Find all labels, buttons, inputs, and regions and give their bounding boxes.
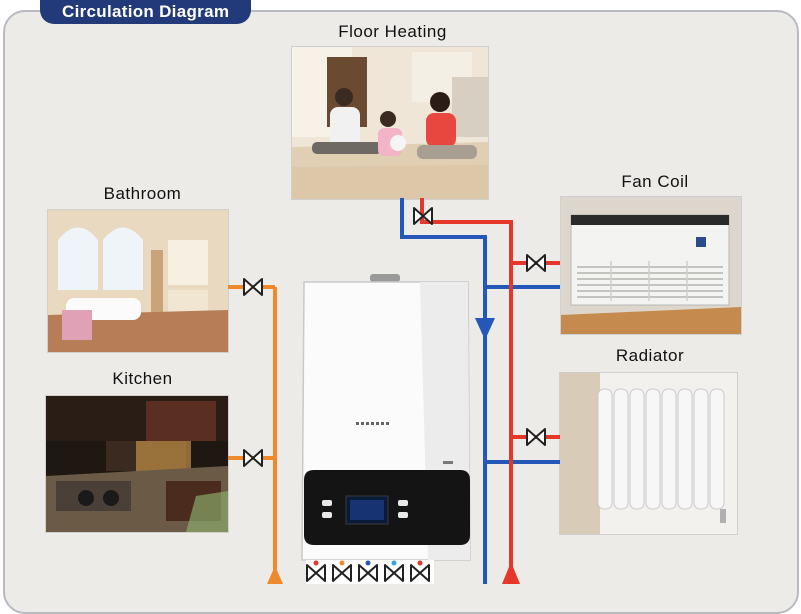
valve-icon[interactable] bbox=[526, 254, 546, 272]
label-bathroom: Bathroom bbox=[103, 184, 182, 203]
flow-arrow-icon bbox=[475, 318, 495, 340]
domestic-hot-water-pipe bbox=[228, 285, 277, 584]
cold-return-pipe bbox=[400, 198, 560, 584]
label-floor-heating: Floor Heating bbox=[338, 22, 447, 41]
valve-icon[interactable] bbox=[243, 449, 263, 467]
valve-icon[interactable] bbox=[526, 428, 546, 446]
valve-icon[interactable] bbox=[243, 278, 263, 296]
label-radiator: Radiator bbox=[615, 346, 685, 365]
label-kitchen: Kitchen bbox=[112, 369, 173, 388]
fan-coil-photo bbox=[560, 196, 742, 335]
diagram-title: Circulation Diagram bbox=[40, 0, 252, 24]
pipe-network bbox=[228, 198, 560, 584]
bathroom-photo bbox=[47, 209, 229, 353]
flow-arrow-icon bbox=[502, 562, 520, 584]
boiler-icon bbox=[301, 274, 471, 561]
label-fan-coil: Fan Coil bbox=[621, 172, 689, 191]
kitchen-photo bbox=[45, 395, 229, 533]
flow-arrow-icon bbox=[267, 566, 283, 584]
radiator-photo bbox=[559, 372, 738, 535]
floor-heating-photo bbox=[291, 46, 489, 200]
boiler-connection-valves bbox=[306, 560, 434, 584]
